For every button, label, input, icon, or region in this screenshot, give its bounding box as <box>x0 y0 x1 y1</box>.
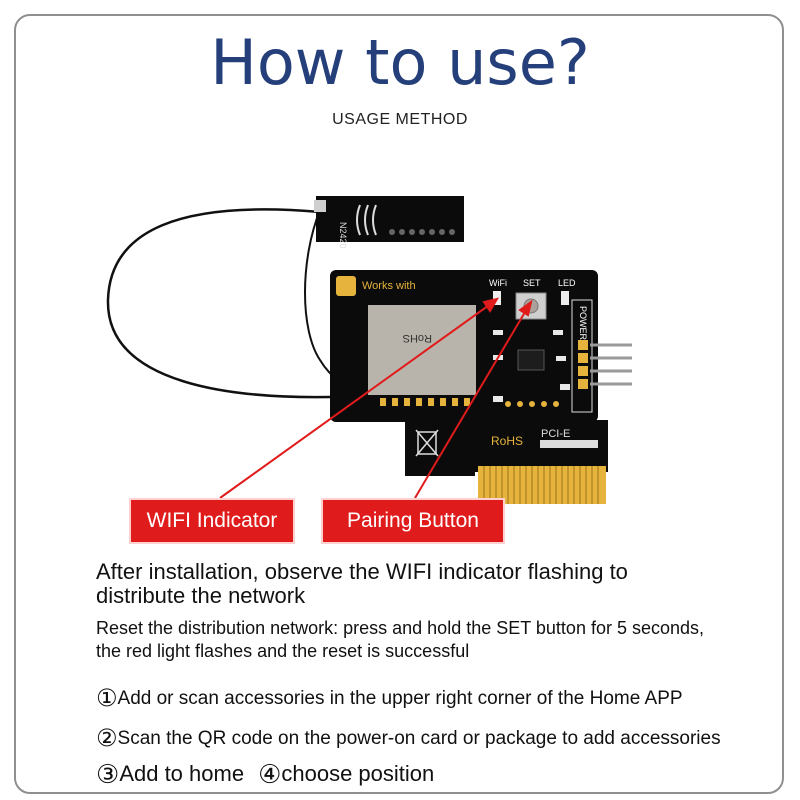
step-number: ① <box>96 684 118 712</box>
callout-arrows <box>219 297 533 499</box>
step-text: Scan the QR code on the power-on card or… <box>117 728 721 749</box>
pairing-button-callout: Pairing Button <box>321 498 505 544</box>
reset-text: Reset the distribution network: press an… <box>96 618 705 661</box>
rohs-logo: RoHS <box>491 434 523 448</box>
page-subtitle: USAGE METHOD <box>332 111 468 128</box>
antenna-strip: N2420 <box>314 196 464 249</box>
status-led <box>561 291 569 305</box>
step-text: choose position <box>281 761 435 786</box>
step-text: Add or scan accessories in the upper rig… <box>117 688 683 709</box>
step-1: ①Add or scan accessories in the upper ri… <box>96 684 683 712</box>
works-with-label: Works with <box>362 280 416 292</box>
wifi-label: WiFi <box>489 278 507 288</box>
gold-fingers <box>478 466 606 504</box>
page-title: How to use? <box>210 26 590 99</box>
card-frame <box>14 14 784 794</box>
step-2: ②Scan the QR code on the power-on card o… <box>96 724 721 752</box>
steps-3-4: ③Add to home ④choose position <box>96 760 434 790</box>
step-number: ② <box>96 724 118 752</box>
power-label: POWER <box>578 306 588 341</box>
module-rohs: RoHS <box>403 332 432 344</box>
step-number: ④ <box>258 760 282 790</box>
installation-text: After installation, observe the WIFI ind… <box>96 559 628 608</box>
weee-bin-icon <box>417 431 437 455</box>
wifi-indicator-callout: WIFI Indicator <box>129 498 295 544</box>
antenna-label: N2420 <box>338 222 348 249</box>
step-text: Add to home <box>119 761 245 786</box>
antenna-cable <box>106 208 381 399</box>
step-number: ③ <box>96 760 120 790</box>
led-label: LED <box>558 278 576 288</box>
pcie-label: PCI-E <box>541 428 570 440</box>
set-label: SET <box>523 278 541 288</box>
